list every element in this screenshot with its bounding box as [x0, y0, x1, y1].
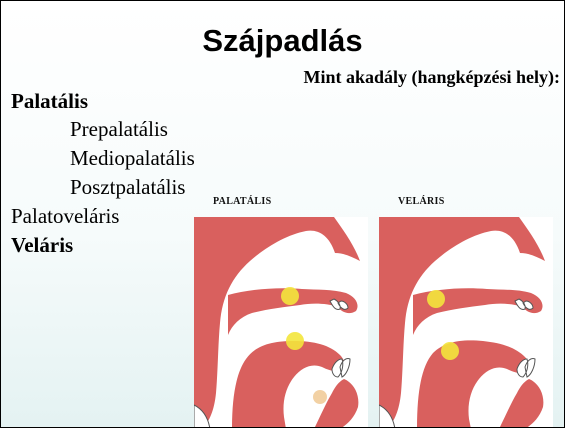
- list-item-mediopalatalis: Mediopalatális: [70, 146, 195, 171]
- list-item-posztpalatalis: Posztpalatális: [70, 175, 185, 200]
- list-item-velaris: Veláris: [11, 233, 73, 258]
- figure-label-velaris: VELÁRIS: [398, 196, 445, 207]
- velar-articulation-diagram: [379, 217, 553, 428]
- palatal-articulation-diagram: [194, 217, 368, 428]
- slide-subtitle: Mint akadály (hangképzési hely):: [303, 67, 560, 88]
- list-item-palatalis: Palatális: [11, 89, 88, 114]
- articulation-point-velum: [427, 290, 445, 308]
- list-item-prepalatalis: Prepalatális: [70, 117, 168, 142]
- articulation-point-tongue: [286, 332, 304, 350]
- vocal-tract-illustration: [379, 217, 553, 428]
- articulation-point-tongue-back: [441, 342, 459, 360]
- articulation-point-faint: [313, 390, 327, 404]
- figure-label-palatalis: PALATÁLIS: [213, 196, 271, 207]
- slide-title: Szájpadlás: [1, 23, 564, 59]
- list-item-palatovelaris: Palatoveláris: [11, 204, 119, 229]
- vocal-tract-illustration: [194, 217, 368, 428]
- articulation-point-palate: [281, 287, 299, 305]
